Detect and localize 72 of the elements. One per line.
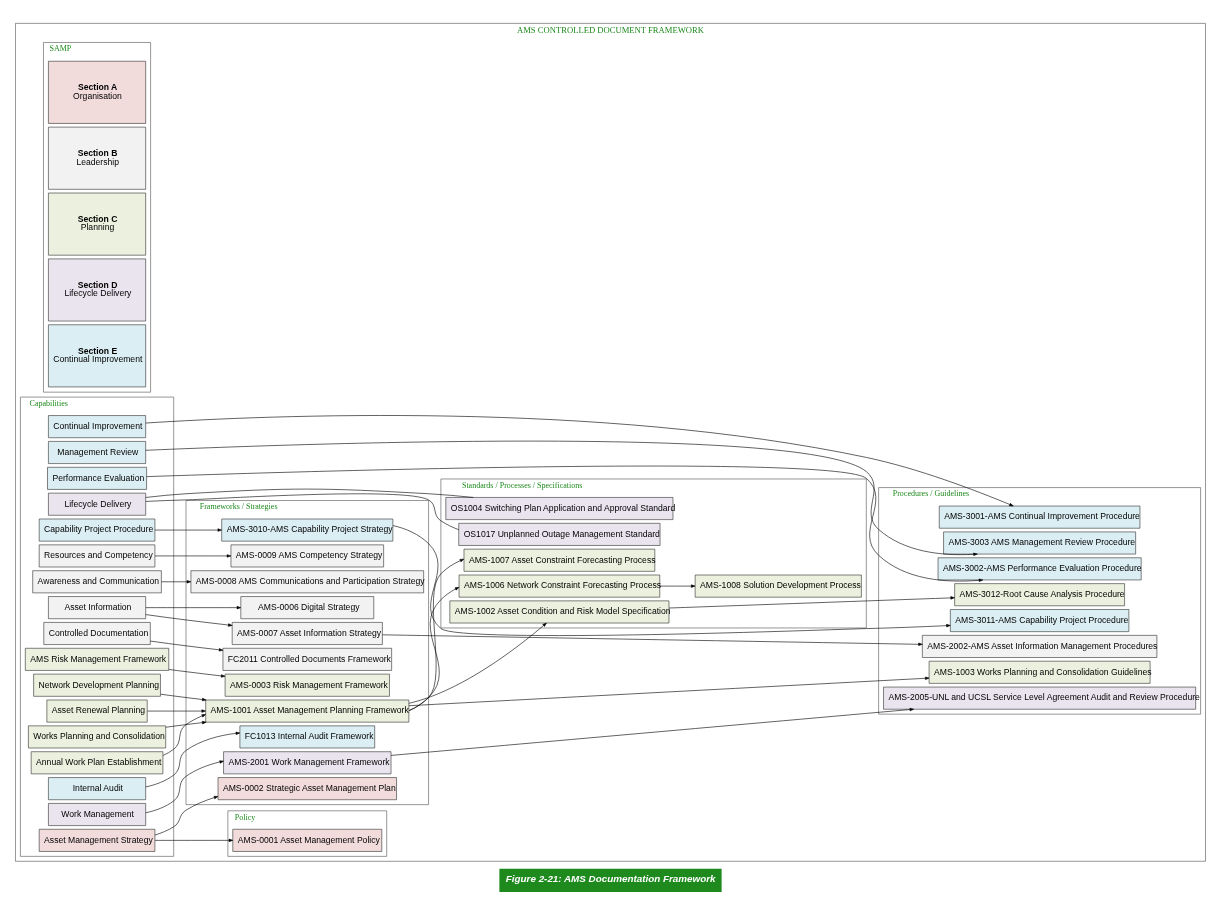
arrow bbox=[146, 465, 984, 582]
node-box: Lifecycle Delivery bbox=[48, 492, 146, 516]
node-box: Capability Project Procedure bbox=[38, 518, 156, 542]
arrow bbox=[408, 676, 930, 706]
arrow bbox=[145, 731, 241, 788]
node-box: AMS-0002 Strategic Asset Management Plan bbox=[217, 777, 397, 801]
node-box: Asset Renewal Planning bbox=[46, 699, 148, 723]
node-box: AMS-1002 Asset Condition and Risk Model Specification bbox=[449, 600, 670, 624]
arrow bbox=[165, 721, 207, 728]
arrow bbox=[659, 584, 696, 588]
node-box: AMS-1003 Works Planning and Consolidation Guidelines bbox=[928, 660, 1151, 684]
arrow bbox=[382, 634, 923, 646]
node-box: AMS-1001 Asset Management Planning Framework bbox=[205, 699, 410, 723]
node-box: Network Development Planning bbox=[33, 673, 161, 697]
node-box: AMS Risk Management Framework bbox=[25, 647, 170, 671]
node-box: Section B Leadership bbox=[48, 126, 146, 190]
node-box: FC2011 Controlled Documents Framework bbox=[222, 647, 392, 671]
node-box: Internal Audit bbox=[48, 777, 146, 801]
node-box: FC1013 Internal Audit Framework bbox=[239, 725, 375, 749]
node-box: AMS-0009 AMS Competency Strategy bbox=[230, 544, 384, 568]
arrow bbox=[147, 709, 206, 713]
node-box: AMS-1008 Solution Development Process bbox=[694, 574, 862, 598]
arrow bbox=[390, 707, 914, 756]
connector bbox=[145, 488, 474, 498]
arrow bbox=[145, 440, 978, 556]
node-box: Section C Planning bbox=[48, 192, 146, 256]
node-box: Controlled Documentation bbox=[43, 622, 151, 645]
arrow bbox=[150, 640, 224, 652]
arrow bbox=[408, 558, 465, 712]
node-box: AMS-2001 Work Management Framework bbox=[223, 751, 392, 775]
node-box: AMS-0008 AMS Communications and Participation Strategy bbox=[190, 570, 424, 594]
node-box: AMS-2002-AMS Asset Information Management Procedures bbox=[922, 635, 1158, 658]
arrow bbox=[145, 614, 233, 627]
caption: Figure 2-21: AMS Documentation Framework bbox=[505, 873, 716, 885]
arrow bbox=[145, 760, 224, 814]
node-box: Section E Continual Improvement bbox=[48, 324, 146, 388]
connector bbox=[145, 493, 459, 530]
arrow bbox=[154, 796, 219, 836]
node-box: AMS-3011-AMS Capability Project Procedure bbox=[950, 609, 1130, 632]
node-box: Continual Improvement bbox=[48, 415, 146, 439]
node-box: Work Management bbox=[48, 803, 146, 826]
node-box: AMS-0006 Digital Strategy bbox=[240, 596, 375, 620]
arrow bbox=[160, 693, 207, 702]
node-box: AMS-0001 Asset Management Policy bbox=[232, 828, 383, 852]
arrow bbox=[408, 622, 547, 704]
node-box: AMS-3010-AMS Capability Project Strategy bbox=[221, 518, 394, 542]
arrow bbox=[161, 580, 192, 584]
node-box: Awareness and Communication bbox=[32, 570, 162, 594]
node-box: Section A Organisation bbox=[48, 60, 146, 124]
node-box: OS1004 Switching Plan Application and Approval Standard bbox=[445, 497, 674, 520]
arrow bbox=[162, 714, 206, 756]
node-box: AMS-1007 Asset Constraint Forecasting Process bbox=[463, 548, 656, 572]
node-box: Performance Evaluation bbox=[47, 466, 147, 490]
arrow bbox=[154, 838, 234, 842]
arrow bbox=[154, 528, 222, 532]
arrow bbox=[145, 415, 1014, 507]
node-box: Works Planning and Consolidation bbox=[28, 725, 166, 749]
arrow bbox=[154, 554, 232, 558]
node-box: Section D Lifecycle Delivery bbox=[48, 258, 146, 322]
node-box: Asset Management Strategy bbox=[38, 828, 156, 852]
node-box: AMS-0003 Risk Management Framework bbox=[224, 673, 390, 697]
node-box: AMS-3012-Root Cause Analysis Procedure bbox=[954, 583, 1125, 607]
node-box: AMS-1006 Network Constraint Forecasting Process bbox=[458, 574, 661, 598]
arrow bbox=[168, 669, 226, 678]
node-box: AMS-0007 Asset Information Strategy bbox=[231, 622, 383, 645]
node-box: Annual Work Plan Establishment bbox=[30, 751, 164, 775]
node-box: OS1017 Unplanned Outage Management Standard bbox=[458, 523, 661, 546]
node-box: Resources and Competency bbox=[38, 544, 156, 568]
arrow bbox=[145, 606, 241, 610]
arrow bbox=[668, 596, 955, 609]
node-box: Management Review bbox=[48, 441, 146, 464]
node-box: Asset Information bbox=[48, 596, 146, 620]
